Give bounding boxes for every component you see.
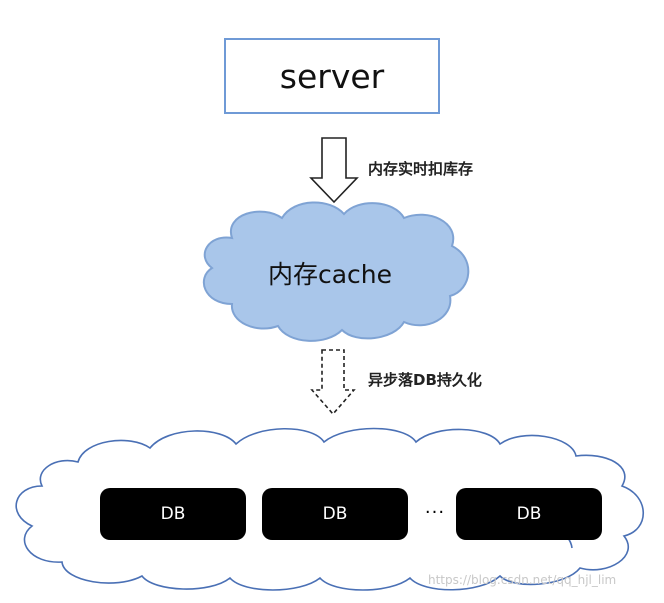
async-persist-label: 异步落DB持久化 xyxy=(368,371,482,389)
db-label: DB xyxy=(160,504,186,524)
db-label: DB xyxy=(516,504,542,524)
ellipsis: ··· xyxy=(424,502,446,523)
db-cylinder-2: DB xyxy=(262,488,408,540)
cache-label: 内存cache xyxy=(267,260,393,289)
server-label: server xyxy=(279,56,385,96)
db-label: DB xyxy=(322,504,348,524)
watermark: https://blog.csdn.net/qq_hjl_lim xyxy=(428,573,617,587)
server-box: server xyxy=(224,38,440,114)
dashed-down-arrow xyxy=(310,349,356,416)
cache-cloud xyxy=(202,201,470,342)
solid-down-arrow xyxy=(309,137,359,204)
db-cylinder-1: DB xyxy=(100,488,246,540)
db-cylinder-3: DB xyxy=(456,488,602,540)
realtime-deduct-label: 内存实时扣库存 xyxy=(368,160,474,178)
